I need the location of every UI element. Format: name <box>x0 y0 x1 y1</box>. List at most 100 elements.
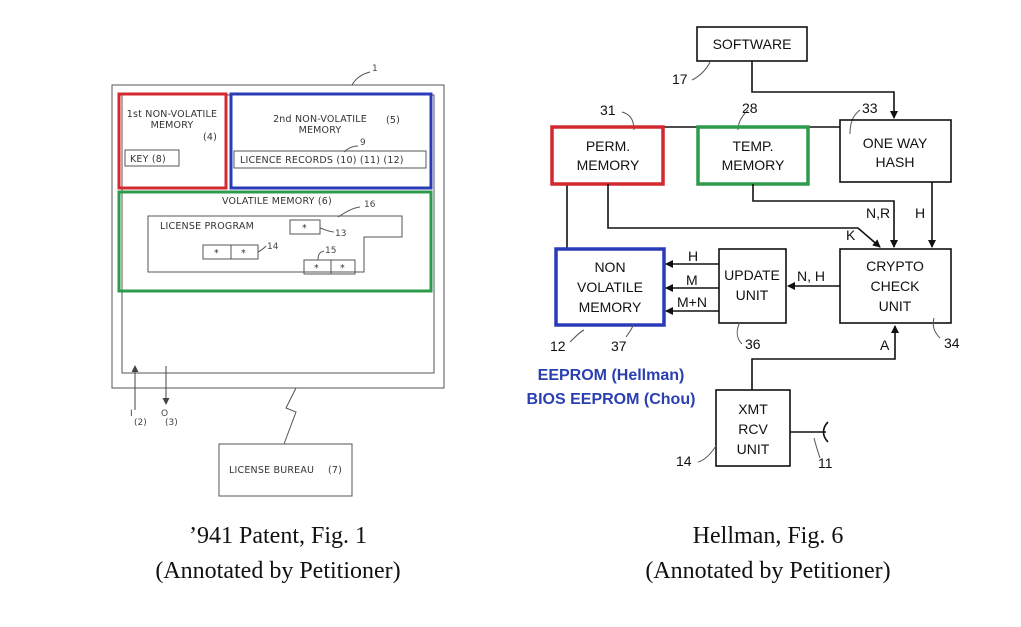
ref-15-leader <box>317 250 325 261</box>
ref-14-label: 14 <box>267 242 279 252</box>
license-program-label: LICENSE PROGRAM <box>160 221 254 232</box>
second-nonvolatile-memory-label-2: MEMORY <box>299 125 342 136</box>
star-cell-15b <box>330 259 356 275</box>
first-nonvolatile-memory-label-1: 1st NON-VOLATILE <box>127 109 217 120</box>
ref-14-leader <box>257 245 267 253</box>
perm-memory-label-2: MEMORY <box>577 157 640 173</box>
temp-memory-label-1: TEMP. <box>733 138 774 154</box>
update-unit-label-2: UNIT <box>736 287 769 303</box>
ref-13-leader <box>319 227 335 233</box>
antenna-icon <box>822 421 829 443</box>
patent-figure: 1 1st NON-VOLATILE MEMORY (4) KEY (8) 2n… <box>111 64 445 584</box>
star-13: * <box>302 223 307 234</box>
volatile-memory-box <box>117 190 433 293</box>
hellman-caption-line-1: Hellman, Fig. 6 <box>693 523 844 549</box>
first-nonvolatile-memory-label-2: MEMORY <box>151 120 194 131</box>
license-bureau-ref: (7) <box>328 465 342 476</box>
ref-17-label: 17 <box>672 71 688 87</box>
ref-12-label: 12 <box>550 338 566 354</box>
key-box <box>124 149 180 167</box>
second-nonvolatile-memory-label-1: 2nd NON-VOLATILE <box>273 114 367 125</box>
ref-17-leader <box>691 61 711 81</box>
xmt-rcv-unit-label-2: RCV <box>738 421 768 437</box>
patent-caption-line-2: (Annotated by Petitioner) <box>155 558 400 584</box>
ref-1-leader <box>351 71 371 86</box>
crypto-check-unit-label-3: UNIT <box>879 298 912 314</box>
star-cell-13 <box>289 219 321 235</box>
ref-16-label: 16 <box>364 200 376 210</box>
io-output-ref: (3) <box>165 418 178 428</box>
update-unit-box <box>718 248 787 324</box>
ref-31-label: 31 <box>600 102 616 118</box>
ref-14-leader-hellman <box>697 445 717 463</box>
ref-37-label: 37 <box>611 338 627 354</box>
signal-nr-label: N,R <box>866 205 890 221</box>
ref-15-label: 15 <box>325 246 336 256</box>
patent-caption-line-1: ’941 Patent, Fig. 1 <box>189 523 367 549</box>
ref-9-label: 9 <box>360 138 366 148</box>
star-14b: * <box>241 248 246 259</box>
one-way-hash-label-2: HASH <box>876 154 915 170</box>
ref-28-label: 28 <box>742 100 758 116</box>
xmt-rcv-unit-box <box>715 389 791 467</box>
software-label: SOFTWARE <box>713 36 792 52</box>
key-label: KEY (8) <box>130 154 166 165</box>
hellman-figure: SOFTWARE 17 31 28 33 PERM. MEMORY TEMP. … <box>527 26 960 584</box>
first-nonvolatile-memory-ref: (4) <box>203 132 217 143</box>
second-nonvolatile-memory-box <box>229 92 433 190</box>
signal-nh-label: N, H <box>797 268 825 284</box>
nonvolatile-memory-label-3: MEMORY <box>579 299 642 315</box>
crypto-check-unit-label-2: CHECK <box>870 278 920 294</box>
signal-a-label: A <box>880 337 890 353</box>
star-15a: * <box>314 263 319 274</box>
one-way-hash-label-1: ONE WAY <box>863 135 928 151</box>
licence-records-label: LICENCE RECORDS (10) (11) (12) <box>240 155 404 166</box>
wireless-link-icon <box>283 387 297 445</box>
volatile-memory-label: VOLATILE MEMORY (6) <box>222 196 332 207</box>
perm-memory-label-1: PERM. <box>586 138 630 154</box>
ref-14-label-hellman: 14 <box>676 453 692 469</box>
star-15b: * <box>340 263 345 274</box>
io-input-label: I <box>130 409 133 419</box>
nonvolatile-memory-box <box>554 247 666 327</box>
license-program-box <box>147 215 403 273</box>
signal-m-label: M <box>686 272 698 288</box>
license-bureau-box <box>218 443 353 497</box>
signal-k-label: K <box>846 227 856 243</box>
ref-33-label: 33 <box>862 100 878 116</box>
signal-h-label: H <box>915 205 925 221</box>
bios-eeprom-chou-annotation: BIOS EEPROM (Chou) <box>527 391 696 408</box>
licence-records-box <box>233 150 427 169</box>
ref-36-leader <box>736 321 743 345</box>
xmt-rcv-unit-label-1: XMT <box>738 401 768 417</box>
eeprom-hellman-annotation: EEPROM (Hellman) <box>538 367 685 384</box>
nonvolatile-memory-label-1: NON <box>594 259 625 275</box>
io-output-label: O <box>161 409 168 419</box>
temp-memory-box <box>696 125 810 186</box>
ref-11-label: 11 <box>818 455 833 471</box>
xmt-to-crypto-line <box>751 325 899 390</box>
license-bureau-label: LICENSE BUREAU <box>229 465 314 476</box>
ref-34-leader <box>932 317 941 339</box>
signal-mn-label: M+N <box>677 294 707 310</box>
crypto-check-unit-box <box>839 248 952 324</box>
device-outer-box <box>111 84 445 389</box>
ref-34-label: 34 <box>944 335 960 351</box>
one-way-hash-box <box>839 119 952 183</box>
temp-to-crypto-line <box>752 184 898 248</box>
perm-memory-box <box>550 125 665 186</box>
temp-memory-label-2: MEMORY <box>722 157 785 173</box>
signal-h2-label: H <box>688 248 698 264</box>
ref-13-label: 13 <box>335 229 346 239</box>
ref-1-label: 1 <box>372 64 378 74</box>
hellman-caption-line-2: (Annotated by Petitioner) <box>645 558 890 584</box>
ref-11-leader <box>813 437 821 459</box>
crypto-check-unit-label-1: CRYPTO <box>866 258 924 274</box>
star-14a: * <box>214 248 219 259</box>
ref-36-label: 36 <box>745 336 761 352</box>
ref-33-leader <box>849 109 861 135</box>
update-unit-label-1: UPDATE <box>724 267 780 283</box>
perm-to-crypto-line <box>607 184 881 248</box>
nonvolatile-memory-label-2: VOLATILE <box>577 279 643 295</box>
